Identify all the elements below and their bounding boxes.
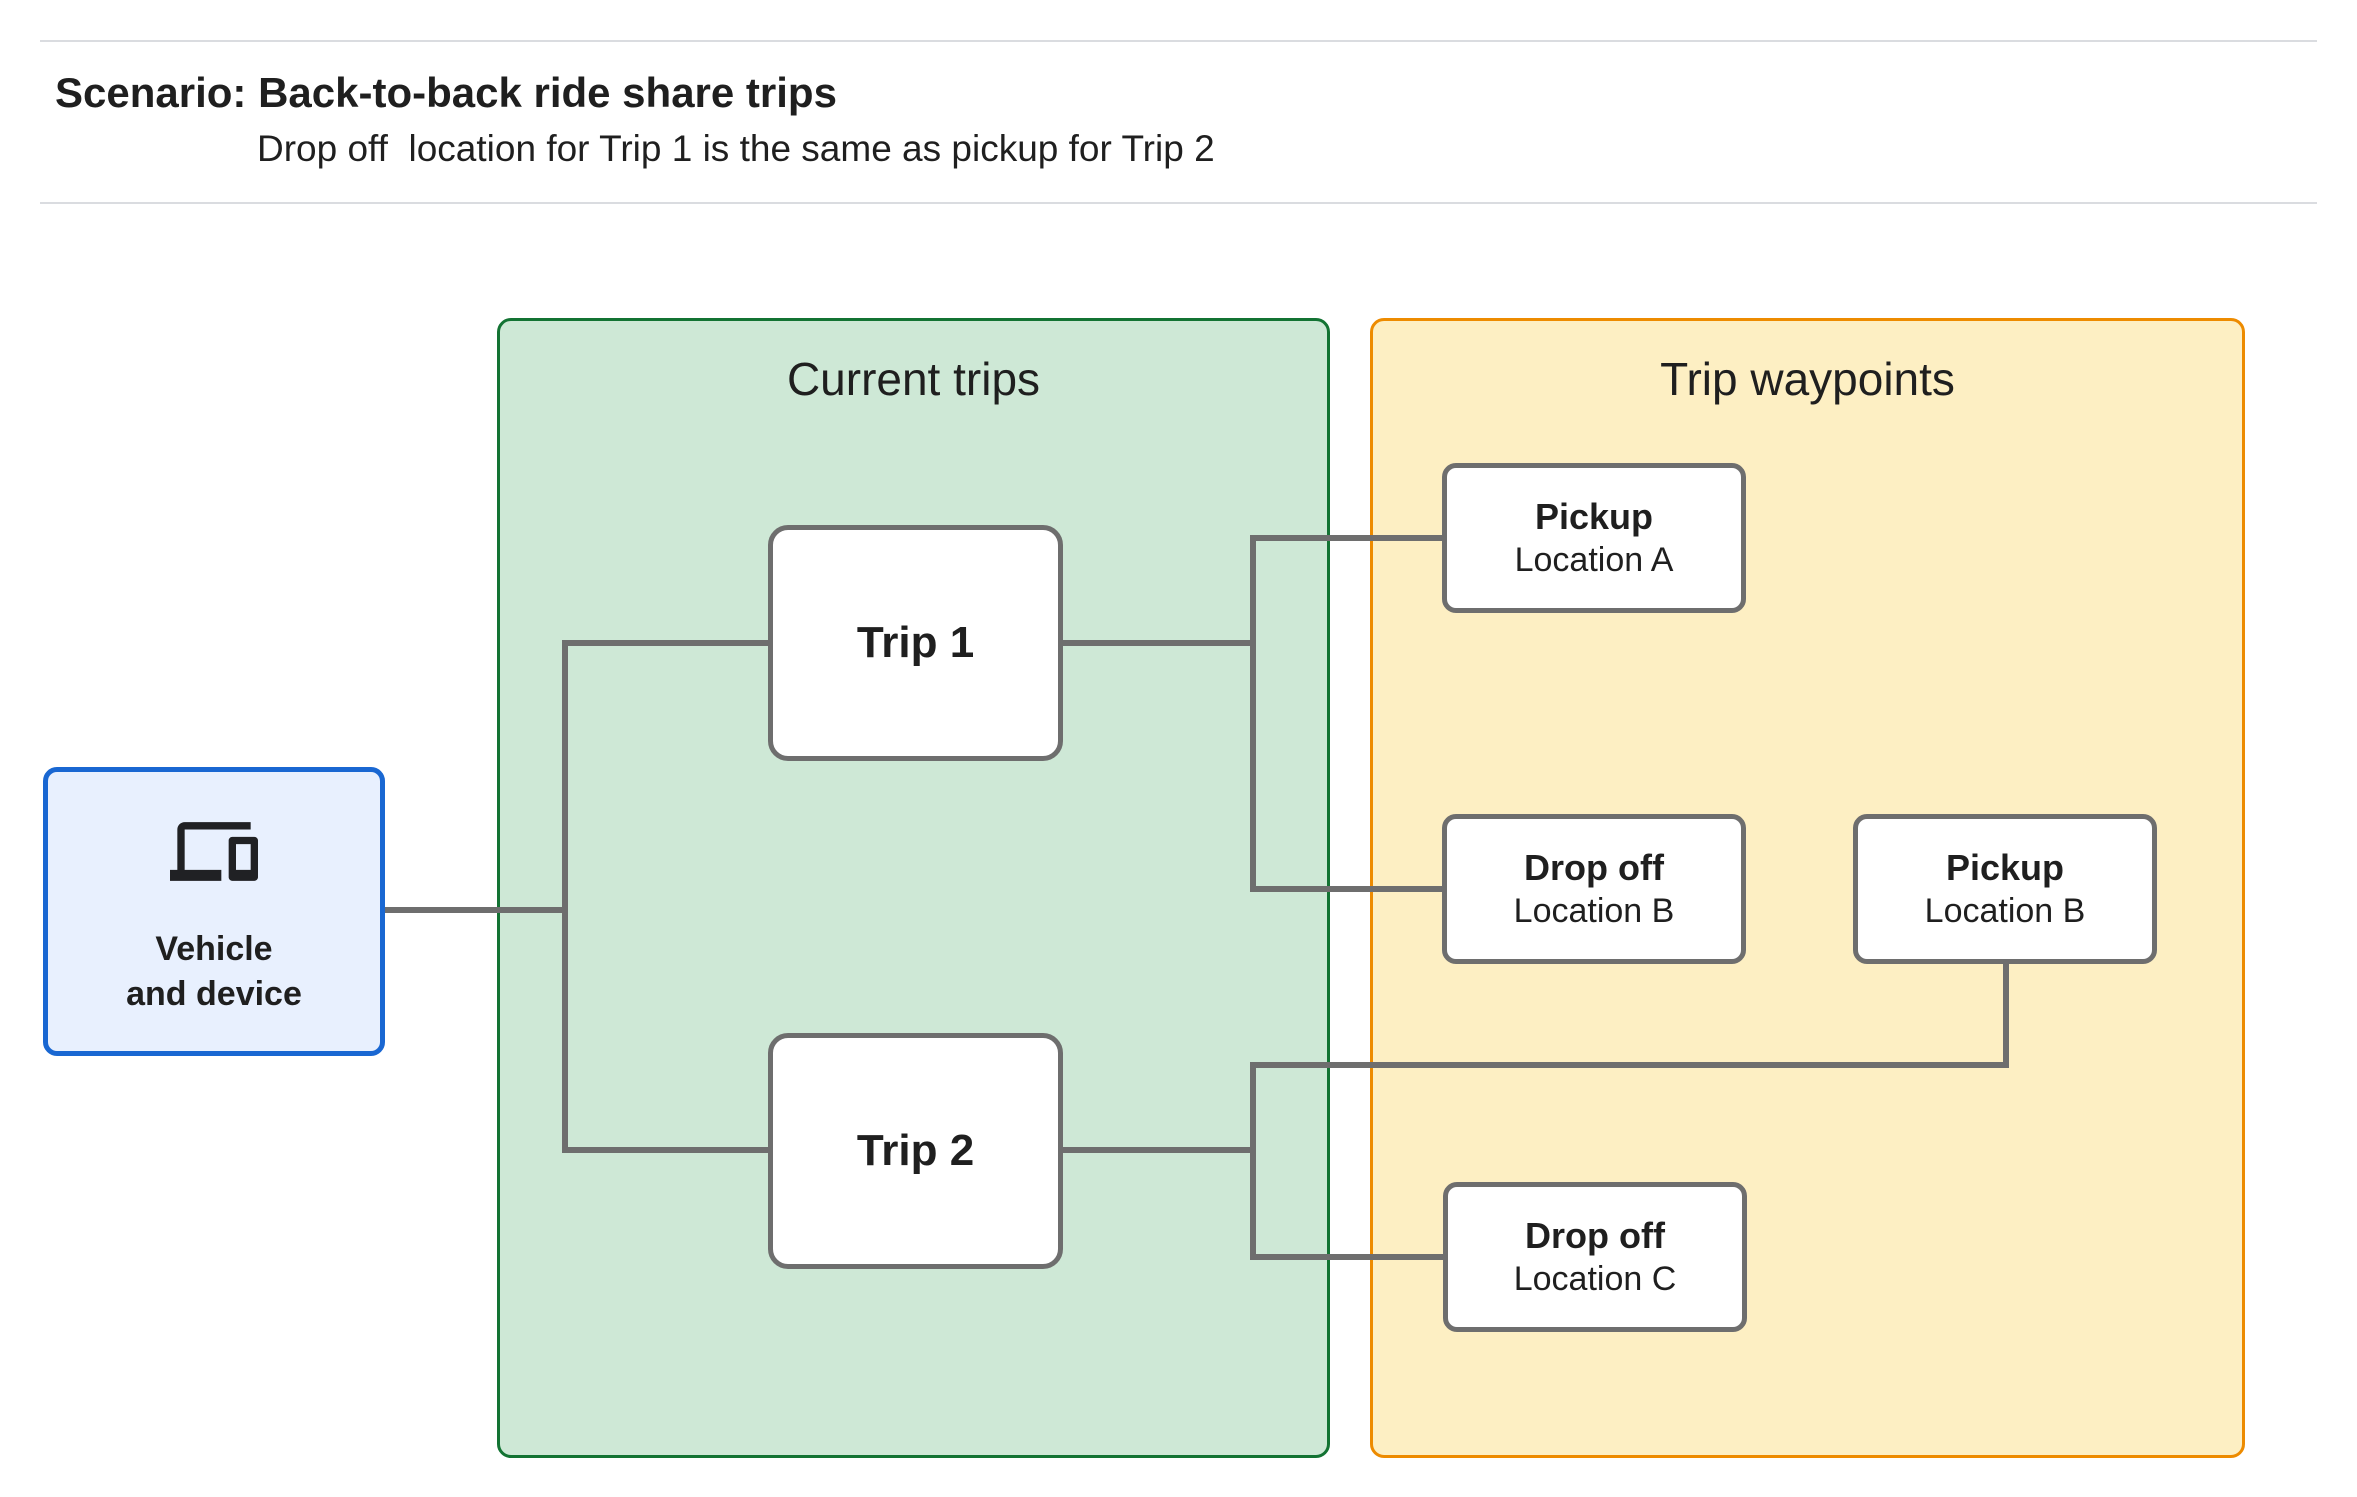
node-dropoff-location-b: Drop off Location B [1442, 814, 1746, 964]
connector-trip2-junction-vertical [1250, 1062, 1256, 1260]
node-pickup-location-b: Pickup Location B [1853, 814, 2157, 964]
connector-trip1-to-pickup-a [1253, 535, 1443, 541]
connector-branch-to-trip2 [565, 1147, 768, 1153]
connector-branch-vertical [562, 640, 568, 1153]
waypoint-title: Drop off [1525, 1215, 1665, 1256]
waypoint-subtitle: Location B [1924, 892, 2086, 930]
connector-trip2-out [1063, 1147, 1253, 1153]
connector-branch-to-trip1 [565, 640, 768, 646]
node-pickup-location-a: Pickup Location A [1442, 463, 1746, 613]
top-divider [40, 40, 2317, 42]
connector-trip1-junction-vertical [1250, 535, 1256, 892]
waypoint-title: Pickup [1945, 847, 2065, 888]
waypoint-subtitle: Location C [1513, 1260, 1677, 1298]
connector-trip1-to-dropoff-b [1253, 886, 1443, 892]
connector-vehicle-to-branch [385, 907, 565, 913]
vehicle-node: Vehicle and device [43, 767, 385, 1056]
waypoint-title: Pickup [1534, 496, 1654, 537]
node-trip-2: Trip 2 [768, 1033, 1063, 1269]
vehicle-label-line1: Vehicle [155, 930, 273, 968]
panel-current-trips: Current trips [497, 318, 1330, 1458]
vehicle-label-line2: and device [126, 975, 302, 1013]
node-trip-1: Trip 1 [768, 525, 1063, 761]
waypoint-title: Drop off [1524, 847, 1664, 888]
page-title: Scenario: Back-to-back ride share trips [55, 69, 837, 116]
devices-icon [170, 822, 258, 881]
trip-2-label: Trip 2 [856, 1126, 975, 1175]
connector-trip1-out [1063, 640, 1253, 646]
connector-trip2-to-pickup-b [1253, 1062, 2006, 1068]
page-subtitle: Drop off location for Trip 1 is the same… [257, 128, 1215, 169]
panel-title-current-trips: Current trips [786, 353, 1041, 405]
panel-title-trip-waypoints: Trip waypoints [1660, 353, 1955, 405]
connector-pickup-b-drop [2003, 961, 2009, 1068]
header-divider [40, 202, 2317, 204]
trip-1-label: Trip 1 [856, 618, 975, 667]
waypoint-subtitle: Location B [1513, 892, 1675, 930]
connector-trip2-to-dropoff-c [1253, 1254, 1443, 1260]
node-dropoff-location-c: Drop off Location C [1443, 1182, 1747, 1332]
vehicle-node-label: Vehicle and device [126, 927, 302, 1017]
waypoint-subtitle: Location A [1514, 541, 1674, 579]
